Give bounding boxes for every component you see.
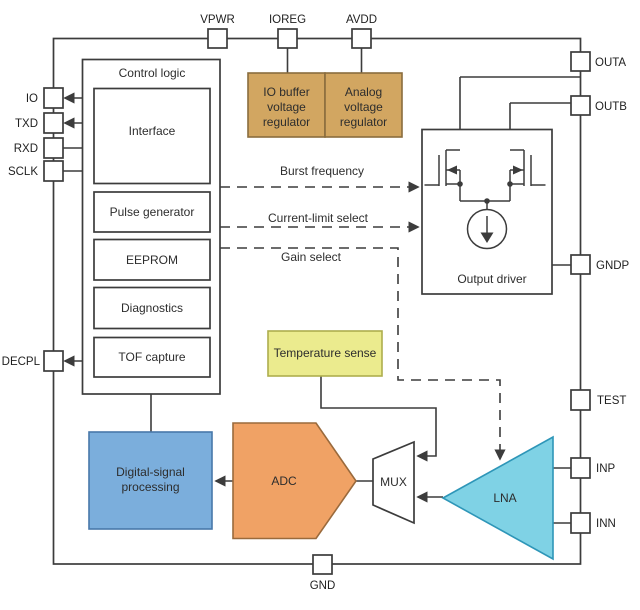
svg-text:TOF capture: TOF capture bbox=[118, 350, 185, 364]
svg-text:MUX: MUX bbox=[380, 475, 407, 489]
pin-outb bbox=[570, 95, 591, 116]
pin-io bbox=[43, 87, 64, 109]
pin-gnd-label: GND bbox=[310, 580, 336, 592]
pin-inp bbox=[570, 457, 591, 479]
control-logic-label: Control logic bbox=[119, 66, 186, 80]
io-buffer-regulator-box bbox=[247, 72, 326, 138]
mosfet-right-icon bbox=[507, 149, 546, 201]
svg-text:Temperature sense: Temperature sense bbox=[274, 346, 377, 360]
pin-labels: VPWR IOREG AVDD IO TXD RXD SCLK DECPL OU… bbox=[2, 14, 630, 592]
pin-sclk bbox=[43, 160, 64, 182]
pins bbox=[43, 28, 591, 575]
pin-test-label: TEST bbox=[597, 395, 626, 407]
pin-test bbox=[570, 389, 591, 411]
pin-gndp-label: GNDP bbox=[596, 260, 630, 272]
eeprom-block: EEPROM bbox=[93, 238, 211, 281]
svg-text:Interface: Interface bbox=[129, 124, 176, 138]
output-driver-label: Output driver bbox=[457, 272, 526, 286]
svg-text:regulator: regulator bbox=[340, 115, 387, 129]
mosfet-left-icon bbox=[424, 149, 463, 201]
burst-frequency-label: Burst frequency bbox=[280, 164, 364, 178]
current-source-icon bbox=[460, 198, 510, 250]
pin-gnd bbox=[312, 554, 333, 575]
interface-block: Interface bbox=[93, 87, 211, 185]
pin-decpl bbox=[43, 350, 64, 372]
pin-vpwr bbox=[207, 28, 228, 49]
mux-block: MUX bbox=[372, 440, 415, 525]
pin-avdd-label: AVDD bbox=[346, 14, 377, 26]
temperature-sense-block: Temperature sense bbox=[267, 330, 383, 377]
diagnostics-block: Diagnostics bbox=[93, 286, 211, 330]
svg-text:processing: processing bbox=[121, 480, 179, 494]
svg-text:Diagnostics: Diagnostics bbox=[121, 301, 183, 315]
svg-text:voltage: voltage bbox=[267, 100, 306, 114]
io-buffer-regulator-block: IO buffer voltage regulator bbox=[247, 72, 326, 138]
svg-text:LNA: LNA bbox=[493, 491, 516, 505]
pin-txd-label: TXD bbox=[15, 118, 38, 130]
pin-io-label: IO bbox=[26, 93, 38, 105]
tof-capture-block: TOF capture bbox=[93, 336, 211, 378]
lna-block: LNA bbox=[441, 435, 554, 561]
output-driver-block: Output driver bbox=[421, 128, 553, 295]
pin-outa bbox=[570, 51, 591, 72]
control-logic-block: Control logic Interface Pulse generator … bbox=[81, 58, 221, 395]
pin-sclk-label: SCLK bbox=[8, 166, 38, 178]
pin-outb-label: OUTB bbox=[595, 101, 627, 113]
pin-avdd bbox=[351, 28, 372, 49]
pin-inn bbox=[570, 512, 591, 534]
pin-vpwr-label: VPWR bbox=[200, 14, 235, 26]
svg-text:EEPROM: EEPROM bbox=[126, 253, 178, 267]
pin-rxd bbox=[43, 137, 64, 159]
pin-inp-label: INP bbox=[596, 463, 616, 475]
gain-select-label: Gain select bbox=[281, 250, 342, 264]
pin-ioreg bbox=[277, 28, 298, 49]
pin-gndp bbox=[570, 254, 591, 275]
analog-regulator-block: Analog voltage regulator bbox=[324, 72, 403, 138]
current-limit-select-label: Current-limit select bbox=[268, 211, 369, 225]
dsp-block: Digital-signal processing bbox=[88, 431, 213, 530]
svg-text:Digital-signal: Digital-signal bbox=[116, 465, 185, 479]
control-signal-lines bbox=[220, 181, 506, 461]
svg-text:IO buffer: IO buffer bbox=[263, 85, 309, 99]
svg-text:Analog: Analog bbox=[345, 85, 382, 99]
analog-regulator-box bbox=[324, 72, 403, 138]
pulse-generator-block: Pulse generator bbox=[93, 191, 211, 233]
pin-ioreg-label: IOREG bbox=[269, 14, 306, 26]
svg-text:regulator: regulator bbox=[263, 115, 310, 129]
pin-inn-label: INN bbox=[596, 518, 616, 530]
svg-text:ADC: ADC bbox=[271, 474, 297, 488]
pin-rxd-label: RXD bbox=[14, 143, 38, 155]
svg-text:Pulse generator: Pulse generator bbox=[110, 205, 195, 219]
pin-txd bbox=[43, 112, 64, 134]
adc-block: ADC bbox=[232, 422, 357, 540]
gain-select-line bbox=[220, 247, 506, 461]
pin-decpl-label: DECPL bbox=[2, 356, 41, 368]
pin-outa-label: OUTA bbox=[595, 57, 626, 69]
svg-text:voltage: voltage bbox=[344, 100, 383, 114]
